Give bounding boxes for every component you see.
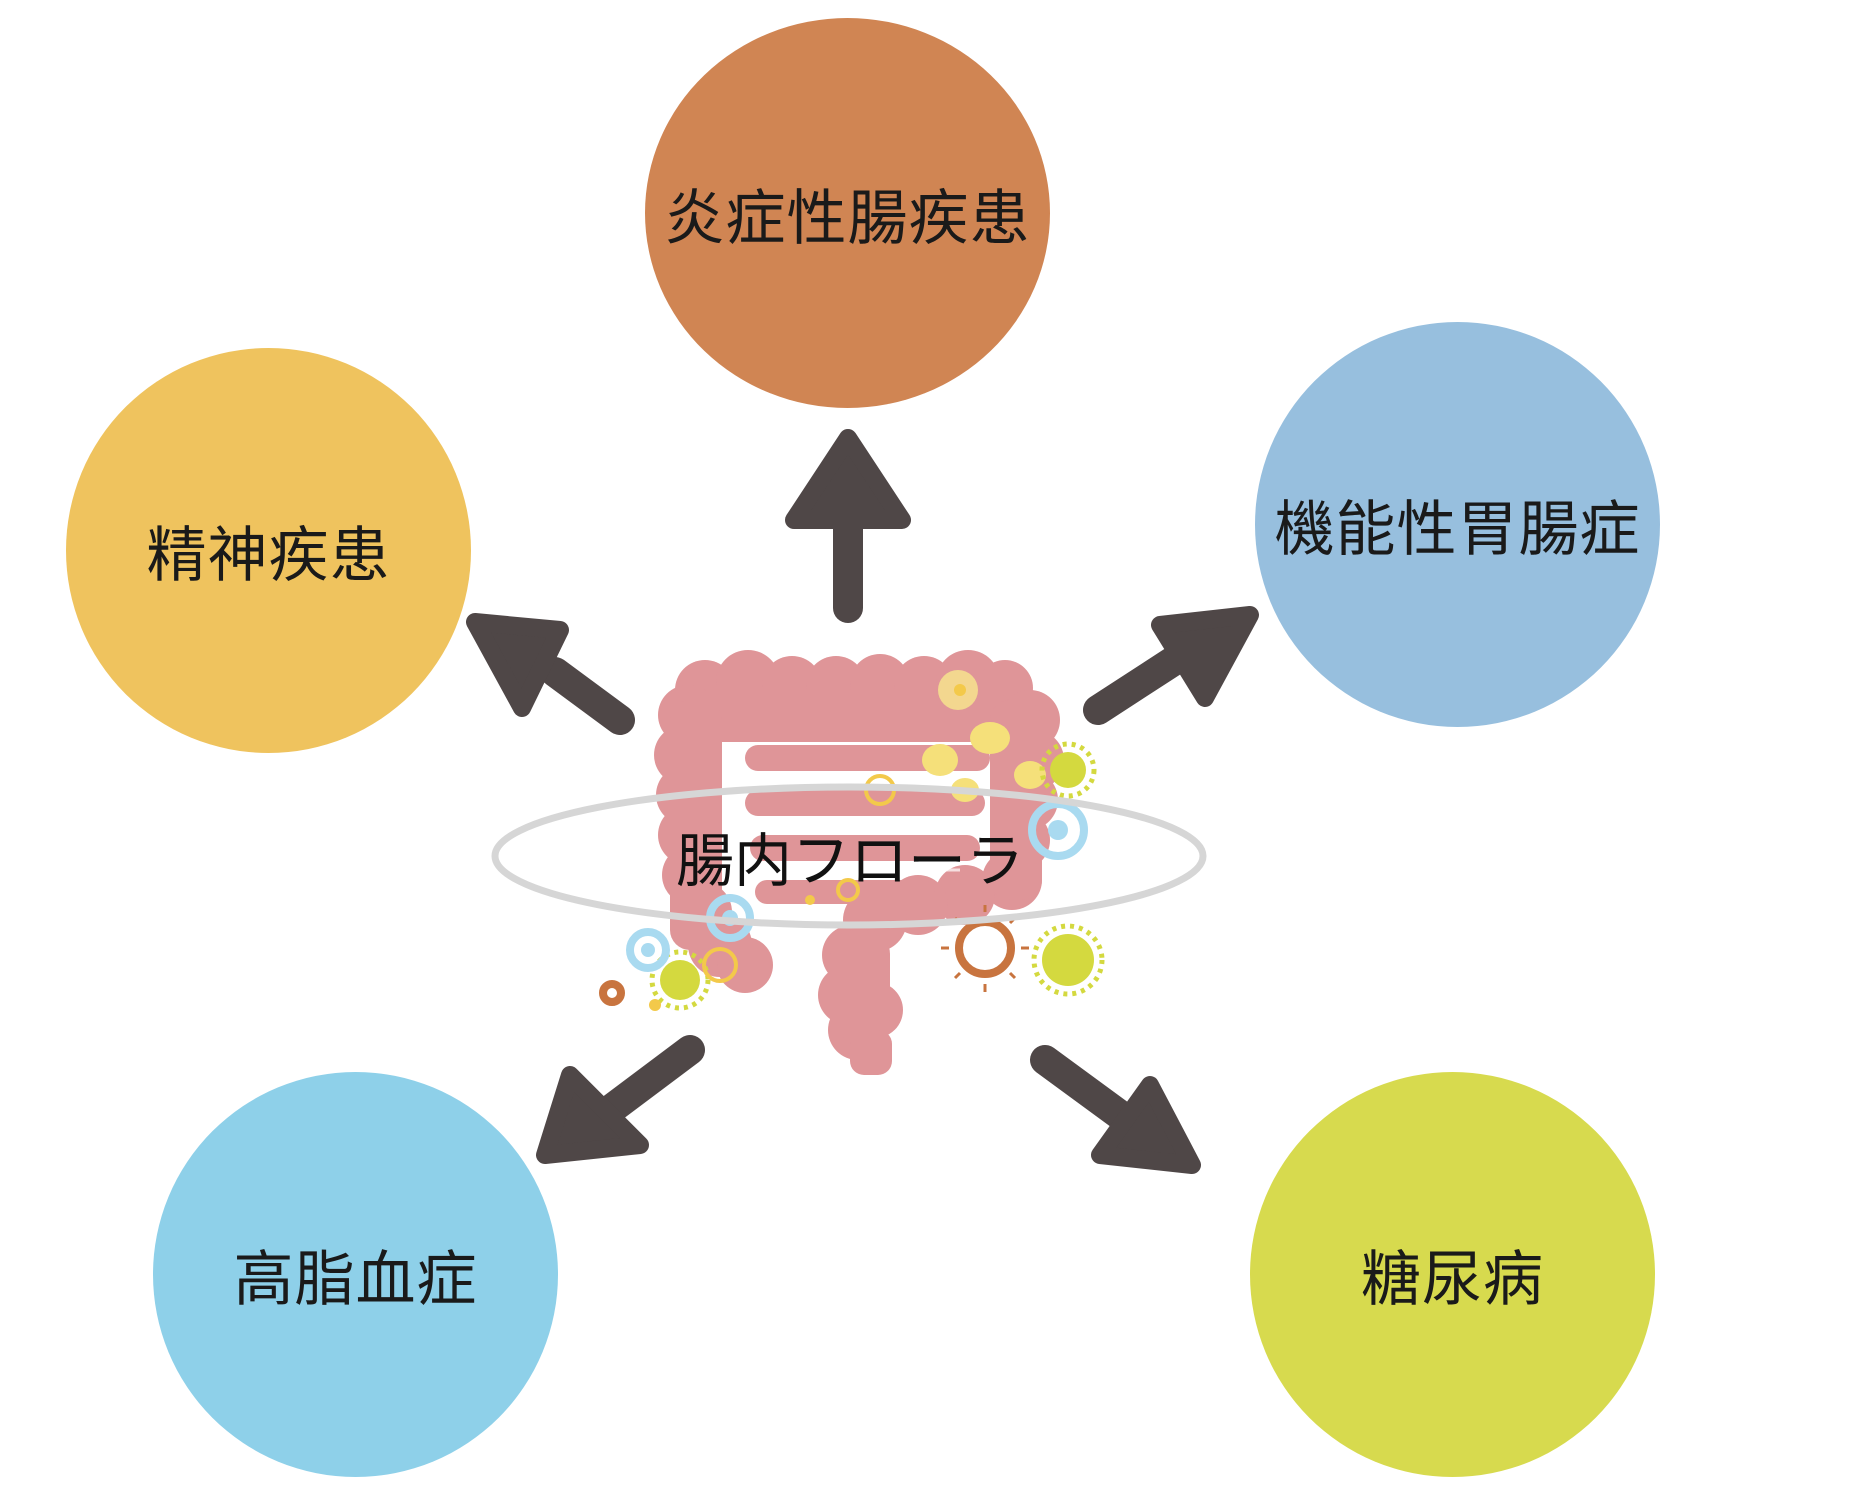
disease-circle-functional-gi: 機能性胃腸症 <box>1255 322 1660 727</box>
arrow-up-left <box>466 613 635 735</box>
arrow-down-right <box>1030 1045 1201 1174</box>
disease-label-diabetes: 糖尿病 <box>1361 1245 1544 1315</box>
disease-label-hyperlipidemia: 高脂血症 <box>233 1245 478 1315</box>
disease-label-ibd: 炎症性腸疾患 <box>664 183 1031 254</box>
center-label-gut-flora: 腸内フローラ <box>675 827 1024 895</box>
flora-ring <box>491 783 1207 929</box>
disease-circle-hyperlipidemia: 高脂血症 <box>153 1072 558 1477</box>
arrow-up-right <box>1083 606 1259 725</box>
disease-label-functional-gi: 機能性胃腸症 <box>1274 495 1641 565</box>
arrow-down-left <box>536 1035 705 1164</box>
disease-circle-diabetes: 糖尿病 <box>1250 1072 1655 1477</box>
disease-circle-ibd: 炎症性腸疾患 <box>645 18 1050 408</box>
disease-circle-mental: 精神疾患 <box>66 348 471 753</box>
bacteria-cluster-icon <box>599 670 1105 1011</box>
arrows <box>466 429 1259 1174</box>
disease-label-mental: 精神疾患 <box>146 521 391 591</box>
arrow-up <box>785 429 911 623</box>
